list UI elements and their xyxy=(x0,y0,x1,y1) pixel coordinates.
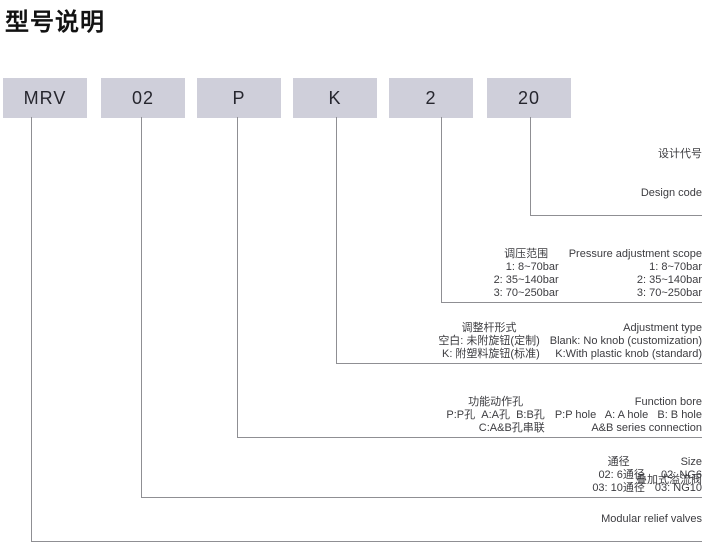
legend-adjustment-heading-en: Adjustment type xyxy=(623,322,702,334)
connector-line-design-v xyxy=(530,117,531,216)
legend-adjustment-row-en: K:With plastic knob (standard) xyxy=(555,348,702,360)
legend-bore-row-cn: P:P孔 A:A孔 B:B孔 xyxy=(446,409,545,421)
connector-line-product-v xyxy=(31,117,32,542)
legend-design-code-cn: 设计代号 xyxy=(658,148,702,160)
legend-product-name: 叠加式溢流阀 Modular relief valves xyxy=(601,448,702,539)
legend-bore-row-en: P:P hole A: A hole B: B hole xyxy=(554,409,702,421)
model-segment-box-bore: P xyxy=(197,78,281,118)
legend-size-row-en: 02: NG6 xyxy=(661,469,702,481)
connector-line-bore-h xyxy=(237,437,702,438)
connector-line-adjustment-v xyxy=(336,117,337,364)
legend-design-code-en: Design code xyxy=(640,187,702,199)
legend-pressure-scope: 调压范围 Pressure adjustment scope 1: 8~70ba… xyxy=(494,248,702,300)
legend-adjustment-heading-cn: 调整杆形式 xyxy=(461,322,517,334)
legend-adjustment-row-en: Blank: No knob (customization) xyxy=(549,335,702,347)
connector-line-size-v xyxy=(141,117,142,498)
legend-product-en: Modular relief valves xyxy=(601,513,702,525)
legend-design-code: 设计代号 Design code xyxy=(641,122,702,213)
model-segment-box-design: 20 xyxy=(487,78,571,118)
legend-bore-row-en: A&B series connection xyxy=(591,422,702,434)
legend-pressure-heading-cn: 调压范围 xyxy=(504,248,549,260)
connector-line-pressure-v xyxy=(441,117,442,303)
legend-product-cn: 叠加式溢流阀 xyxy=(636,474,702,486)
legend-size-row-cn: 02: 6通径 xyxy=(598,469,645,481)
legend-pressure-row-cn: 3: 70~250bar xyxy=(493,287,559,299)
legend-function-bore: 功能动作孔 Function bore P:P孔 A:A孔 B:B孔 P:P h… xyxy=(446,396,702,435)
connector-line-pressure-h xyxy=(441,302,702,303)
legend-adjustment-row-cn: K: 附塑料旋钮(标准) xyxy=(441,348,540,360)
model-segment-box-series: MRV xyxy=(3,78,87,118)
legend-adjustment-type: 调整杆形式 Adjustment type 空白: 未附旋钮(定制) Blank… xyxy=(438,322,702,361)
legend-size-row-en: 03: NG10 xyxy=(654,482,702,494)
model-segment-box-knob: K xyxy=(293,78,377,118)
connector-line-bore-v xyxy=(237,117,238,438)
connector-line-adjustment-h xyxy=(336,363,702,364)
connector-line-design-h xyxy=(530,215,702,216)
legend-size-row-cn: 03: 10通径 xyxy=(592,482,645,494)
legend-adjustment-row-cn: 空白: 未附旋钮(定制) xyxy=(438,335,540,347)
legend-bore-heading-en: Function bore xyxy=(634,396,702,408)
model-segment-box-pressure: 2 xyxy=(389,78,473,118)
legend-pressure-heading-en: Pressure adjustment scope xyxy=(568,248,702,260)
legend-pressure-row-cn: 2: 35~140bar xyxy=(493,274,559,286)
legend-size-heading-cn: 通径 xyxy=(607,456,630,468)
legend-pressure-row-en: 3: 70~250bar xyxy=(636,287,702,299)
connector-line-size-h xyxy=(141,497,702,498)
legend-size-heading-en: Size xyxy=(680,456,702,468)
legend-bore-heading-cn: 功能动作孔 xyxy=(468,396,524,408)
model-segment-box-size: 02 xyxy=(101,78,185,118)
legend-size: 通径 Size 02: 6通径 02: NG6 03: 10通径 03: NG1… xyxy=(592,456,702,495)
legend-pressure-row-en: 2: 35~140bar xyxy=(636,274,702,286)
page-title: 型号说明 xyxy=(5,9,105,36)
legend-pressure-row-cn: 1: 8~70bar xyxy=(505,261,559,273)
legend-pressure-row-en: 1: 8~70bar xyxy=(649,261,702,273)
legend-bore-row-cn: C:A&B孔串联 xyxy=(478,422,545,434)
connector-line-product-h xyxy=(31,541,702,542)
